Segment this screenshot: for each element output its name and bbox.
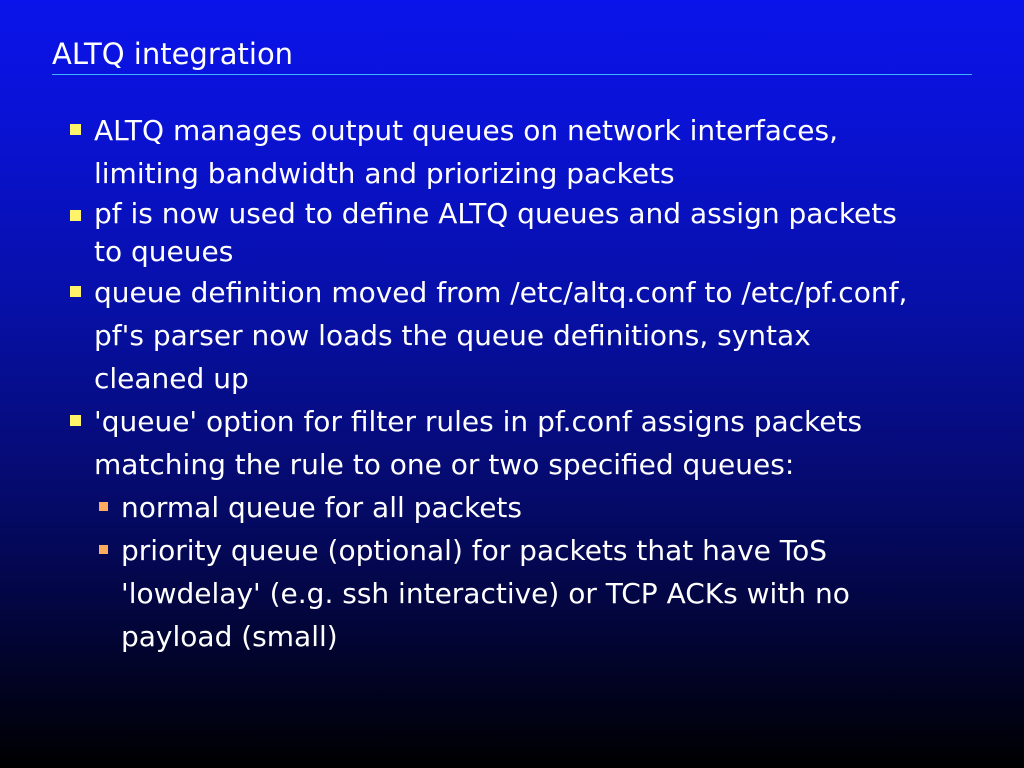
bullet-item: pf is now used to define ALTQ queues and… [70,195,970,271]
bullet-line: pf's parser now loads the queue definiti… [94,319,811,352]
bullet-line: normal queue for all packets [121,491,522,524]
square-bullet-icon [70,415,81,426]
bullet-list: ALTQ manages output queues on network in… [70,109,970,658]
small-square-bullet-icon [99,545,108,554]
bullet-item: ALTQ manages output queues on network in… [70,109,970,195]
bullet-line: to queues [94,235,234,268]
bullet-line: limiting bandwidth and priorizing packet… [94,157,675,190]
small-square-bullet-icon [99,502,108,511]
slide-title: ALTQ integration [52,37,294,71]
bullet-item: queue definition moved from /etc/altq.co… [70,271,970,400]
title-divider [52,74,972,75]
square-bullet-icon [70,210,81,221]
bullet-item: 'queue' option for filter rules in pf.co… [70,400,970,486]
bullet-line: queue definition moved from /etc/altq.co… [94,276,908,309]
bullet-line: priority queue (optional) for packets th… [121,534,828,567]
bullet-line: 'queue' option for filter rules in pf.co… [94,405,863,438]
bullet-line: ALTQ manages output queues on network in… [94,114,838,147]
bullet-line: 'lowdelay' (e.g. ssh interactive) or TCP… [121,577,850,610]
bullet-line: cleaned up [94,362,249,395]
bullet-line: matching the rule to one or two specifie… [94,448,795,481]
sub-bullet-item: normal queue for all packets [70,486,970,529]
square-bullet-icon [70,286,81,297]
bullet-line: pf is now used to define ALTQ queues and… [94,197,897,230]
sub-bullet-item: priority queue (optional) for packets th… [70,529,970,658]
bullet-line: payload (small) [121,620,338,653]
square-bullet-icon [70,124,81,135]
